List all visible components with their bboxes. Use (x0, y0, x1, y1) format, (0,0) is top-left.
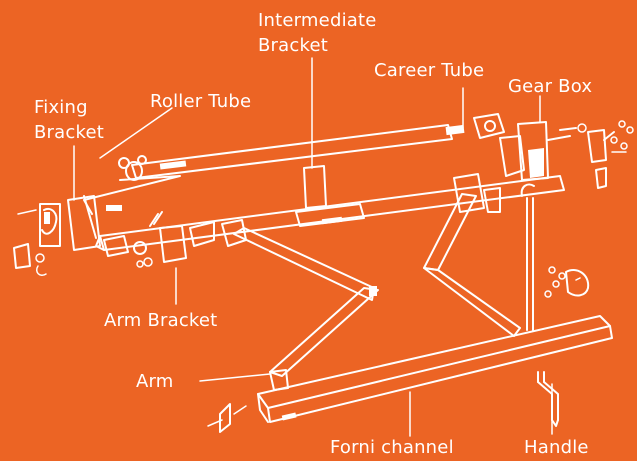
label-fixing-line1: Fixing (34, 97, 88, 118)
label-handle: Handle (524, 437, 589, 458)
label-arm-bracket: Arm Bracket (104, 310, 218, 331)
front-channel (207, 315, 613, 433)
roller-tube (118, 124, 453, 181)
label-intermediate-line2: Bracket (258, 35, 328, 56)
leader-arm (199, 373, 271, 382)
right-parts-cluster (587, 120, 634, 189)
label-arm: Arm (136, 371, 174, 392)
fixing-bracket (13, 195, 129, 277)
left-arm (233, 227, 379, 391)
career-tube-end (445, 113, 505, 139)
right-arm (423, 173, 521, 337)
label-front-channel: Forni channel (330, 437, 454, 458)
small-parts-right (544, 266, 590, 298)
label-roller-tube: Roller Tube (150, 91, 252, 112)
intermediate-bracket (295, 165, 365, 227)
handle-crank (520, 183, 559, 427)
label-fixing-line2: Bracket (34, 122, 104, 143)
label-intermediate-line1: Intermediate (258, 10, 377, 31)
leader-roller-tube (99, 107, 173, 159)
gear-box (499, 121, 587, 181)
label-career-tube: Career Tube (374, 60, 485, 81)
carrier-rail (83, 175, 565, 251)
label-gear-box: Gear Box (508, 76, 593, 97)
